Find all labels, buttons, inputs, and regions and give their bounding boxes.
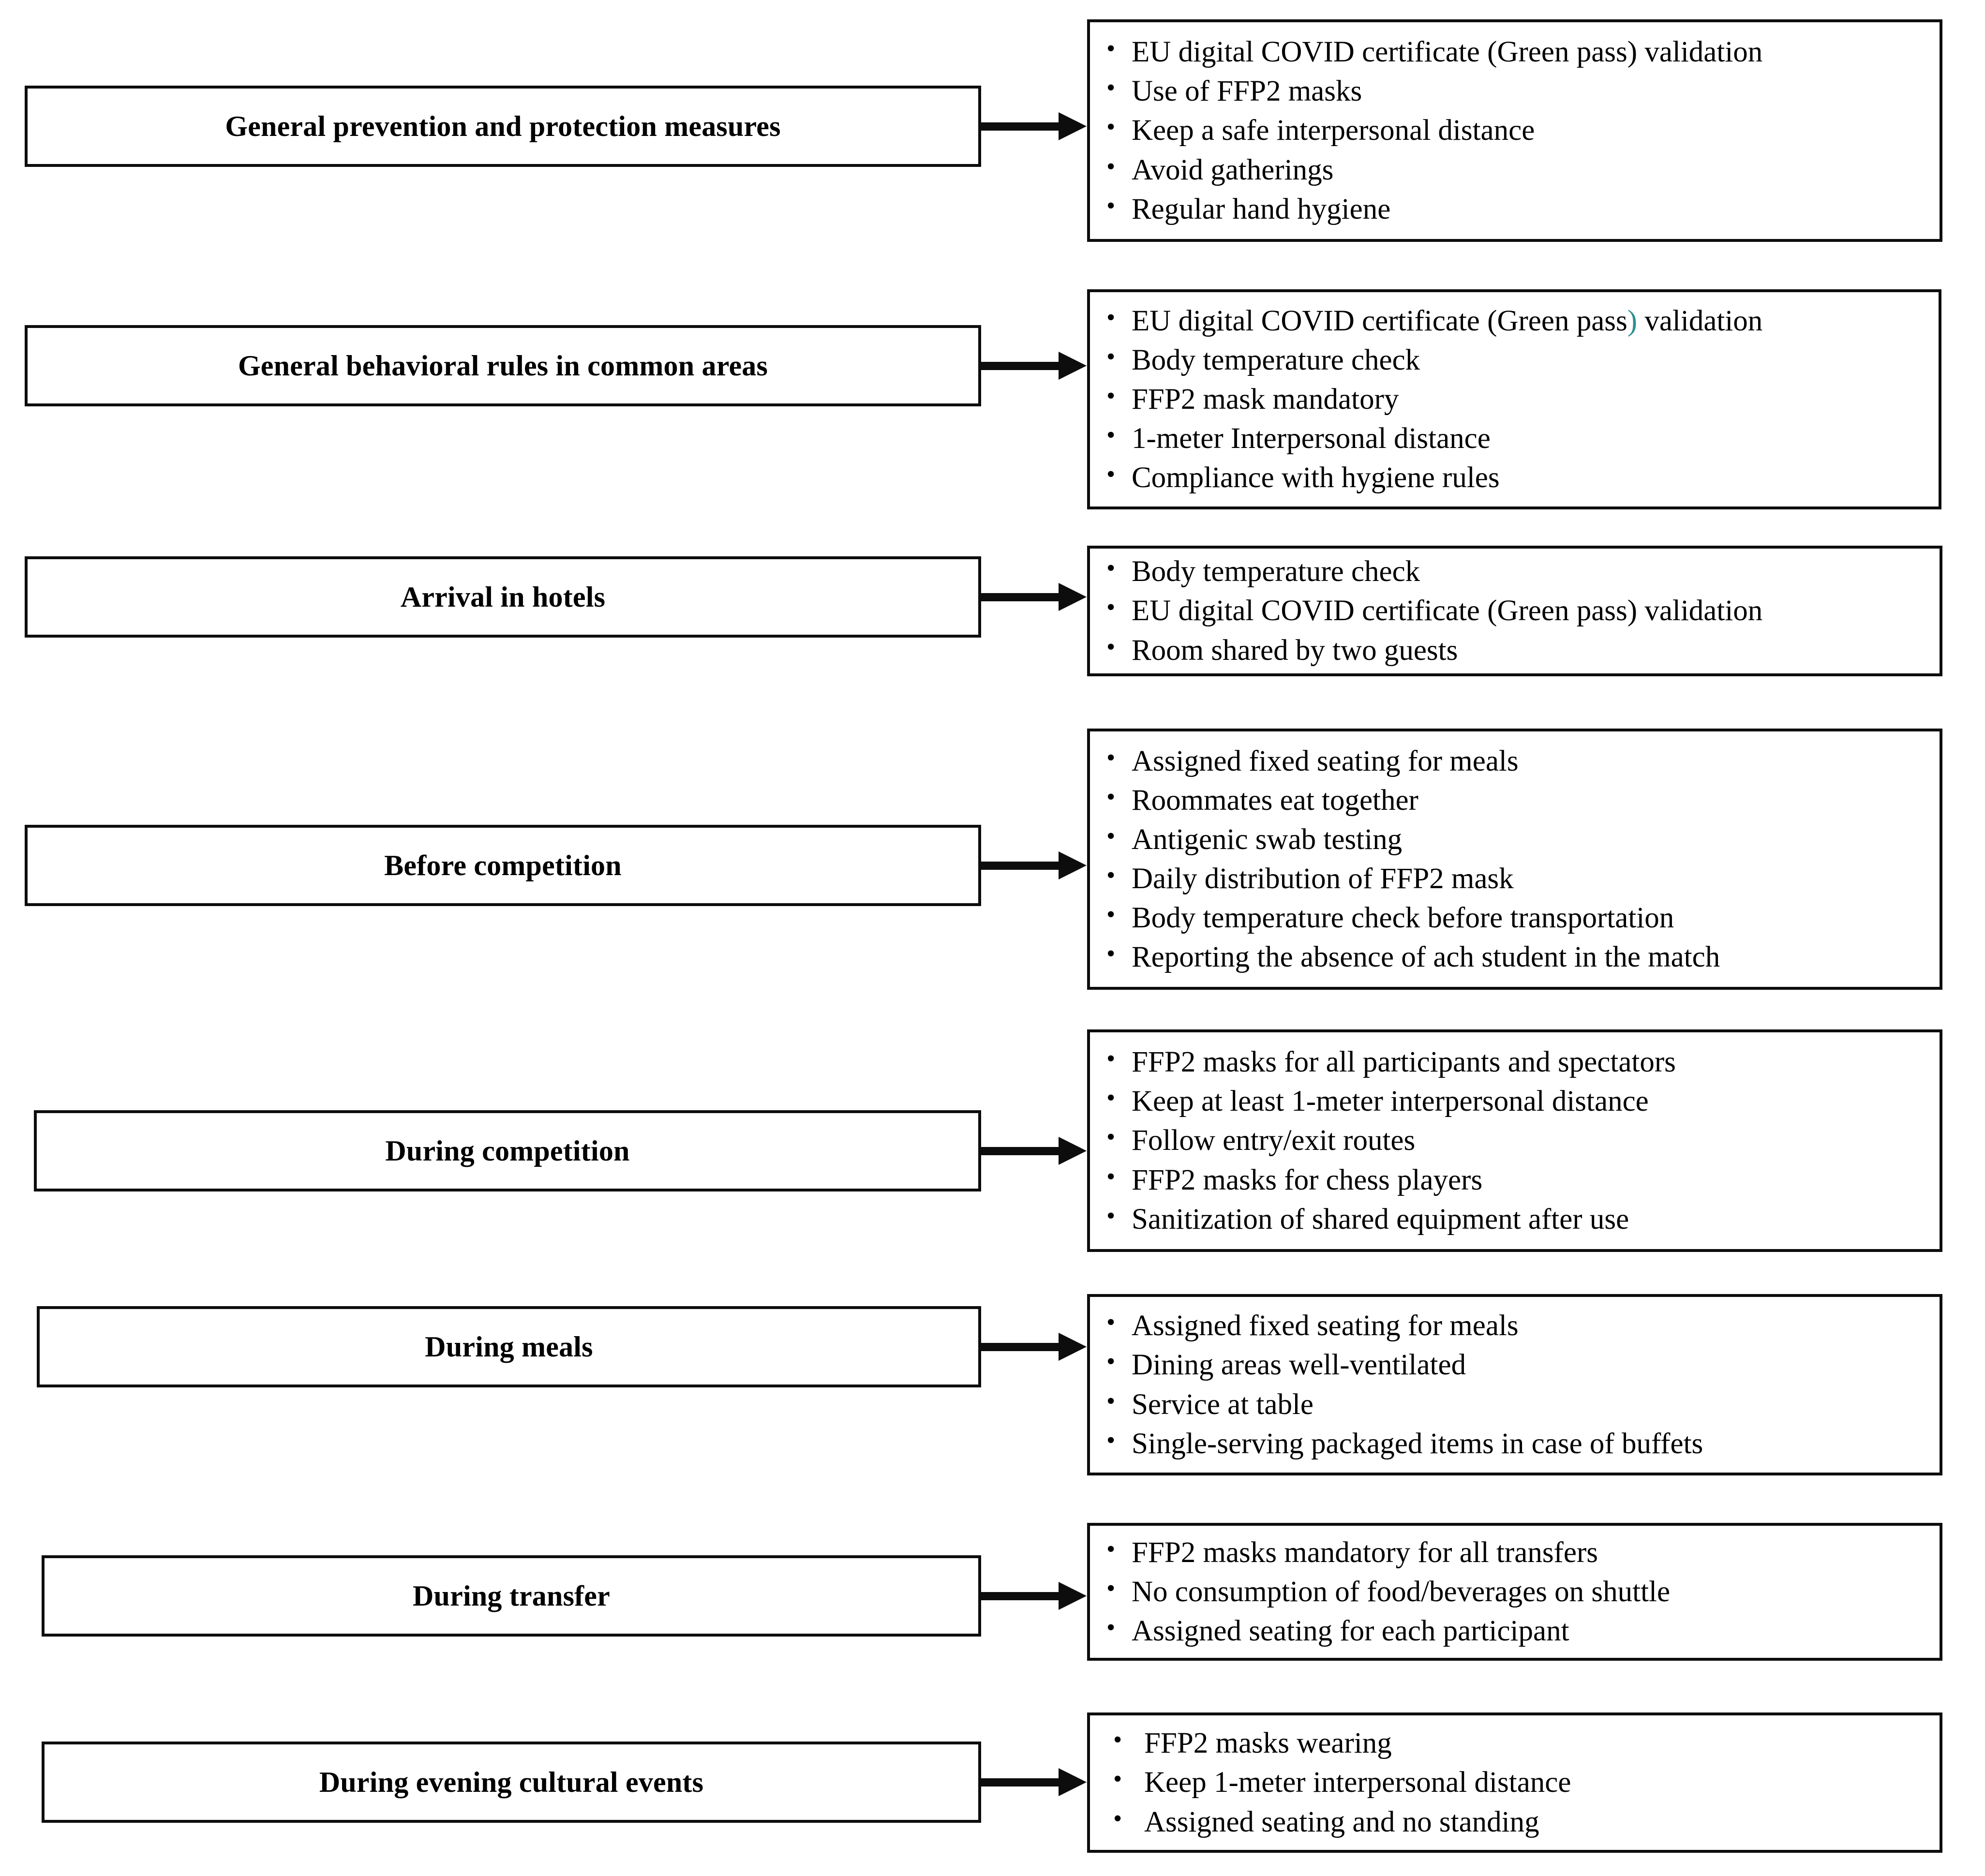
content-box-evening-events: FFP2 masks wearing Keep 1-meter interper… <box>1087 1712 1942 1853</box>
list-item: FFP2 masks mandatory for all transfers <box>1103 1532 1931 1572</box>
list-item: FFP2 masks for chess players <box>1103 1160 1931 1200</box>
list-item: Body temperature check <box>1103 340 1930 380</box>
list-item: Compliance with hygiene rules <box>1103 457 1930 497</box>
label-text: During competition <box>385 1135 630 1167</box>
list-item: Reporting the absence of ach student in … <box>1103 937 1931 977</box>
list-item: Dining areas well-ventilated <box>1103 1344 1931 1385</box>
list-item: 1-meter Interpersonal distance <box>1103 418 1930 458</box>
list-item: No consumption of food/beverages on shut… <box>1103 1571 1931 1611</box>
list-item: Assigned fixed seating for meals <box>1103 1305 1931 1345</box>
label-text: Before competition <box>384 849 622 881</box>
measure-list: Assigned fixed seating for meals Dining … <box>1090 1305 1940 1463</box>
measure-list: EU digital COVID certificate (Green pass… <box>1090 31 1940 229</box>
label-box-during-meals[interactable]: During meals <box>37 1306 981 1387</box>
content-box-during-competition: FFP2 masks for all participants and spec… <box>1087 1029 1942 1252</box>
label-box-during-transfer[interactable]: During transfer <box>42 1555 981 1637</box>
measure-list: FFP2 masks mandatory for all transfers N… <box>1090 1532 1940 1651</box>
list-item: Keep 1-meter interpersonal distance <box>1111 1762 1931 1802</box>
measure-list: FFP2 masks for all participants and spec… <box>1090 1042 1940 1239</box>
label-box-common-areas[interactable]: General behavioral rules in common areas <box>25 325 981 406</box>
list-item: Daily distribution of FFP2 mask <box>1103 858 1931 898</box>
label-box-arrival-hotels[interactable]: Arrival in hotels <box>25 556 981 638</box>
content-box-during-transfer: FFP2 masks mandatory for all transfers N… <box>1087 1523 1942 1661</box>
measure-list: EU digital COVID certificate (Green pass… <box>1090 300 1939 498</box>
measure-list: Body temperature check EU digital COVID … <box>1090 551 1940 670</box>
list-item: Use of FFP2 masks <box>1103 71 1931 111</box>
list-item: Assigned seating and no standing <box>1111 1802 1931 1842</box>
list-item: Service at table <box>1103 1384 1931 1424</box>
content-box-common-areas: EU digital COVID certificate (Green pass… <box>1087 289 1941 509</box>
content-box-general-prevention: EU digital COVID certificate (Green pass… <box>1087 19 1942 242</box>
label-text: During evening cultural events <box>319 1766 704 1798</box>
list-item: FFP2 mask mandatory <box>1103 379 1930 419</box>
measure-list: Assigned fixed seating for meals Roommat… <box>1090 741 1940 977</box>
list-item: Follow entry/exit routes <box>1103 1120 1931 1160</box>
label-text: General behavioral rules in common areas <box>238 350 768 382</box>
list-item: Regular hand hygiene <box>1103 189 1931 229</box>
label-box-evening-events[interactable]: During evening cultural events <box>42 1742 981 1823</box>
label-box-general-prevention[interactable]: General prevention and protection measur… <box>25 86 981 167</box>
list-item: EU digital COVID certificate (Green pass… <box>1103 31 1931 72</box>
content-box-before-competition: Assigned fixed seating for meals Roommat… <box>1087 729 1942 990</box>
label-text: During meals <box>425 1331 593 1363</box>
list-item: Avoid gatherings <box>1103 149 1931 190</box>
measure-list: FFP2 masks wearing Keep 1-meter interper… <box>1090 1723 1940 1842</box>
list-item: Body temperature check before transporta… <box>1103 897 1931 938</box>
label-text: During transfer <box>413 1580 610 1612</box>
list-item: FFP2 masks for all participants and spec… <box>1103 1042 1931 1082</box>
label-text: General prevention and protection measur… <box>225 110 781 142</box>
list-item: Sanitization of shared equipment after u… <box>1103 1199 1931 1239</box>
list-item: EU digital COVID certificate (Green pass… <box>1103 590 1931 630</box>
list-item: Assigned seating for each participant <box>1103 1610 1931 1651</box>
list-item: FFP2 masks wearing <box>1111 1723 1931 1763</box>
teal-paren: ) <box>1627 304 1638 337</box>
list-item: Keep at least 1-meter interpersonal dist… <box>1103 1081 1931 1121</box>
list-item: Keep a safe interpersonal distance <box>1103 110 1931 150</box>
list-item: Antigenic swab testing <box>1103 819 1931 859</box>
label-text: Arrival in hotels <box>400 581 606 613</box>
list-item: Roommates eat together <box>1103 780 1931 820</box>
label-box-before-competition[interactable]: Before competition <box>25 825 981 906</box>
list-item: Body temperature check <box>1103 551 1931 591</box>
content-box-during-meals: Assigned fixed seating for meals Dining … <box>1087 1294 1942 1475</box>
content-box-arrival-hotels: Body temperature check EU digital COVID … <box>1087 546 1942 676</box>
list-item: Assigned fixed seating for meals <box>1103 741 1931 781</box>
list-item: EU digital COVID certificate (Green pass… <box>1103 300 1930 341</box>
list-item: Single-serving packaged items in case of… <box>1103 1423 1931 1463</box>
label-box-during-competition[interactable]: During competition <box>34 1110 981 1191</box>
list-item: Room shared by two guests <box>1103 630 1931 670</box>
